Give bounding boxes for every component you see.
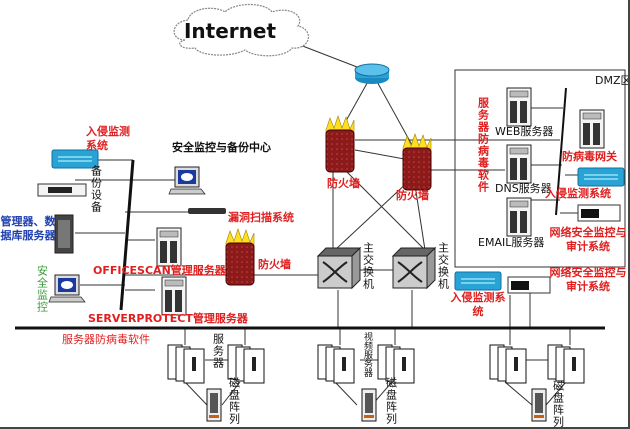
server-antivirus-label: 服务器防病毒软件 — [477, 97, 491, 193]
ids-label: 入侵监测系统 — [86, 125, 130, 152]
dmz-bus — [555, 87, 567, 216]
web-server-label: WEB服务器 — [495, 125, 553, 138]
dmz-zone — [454, 69, 626, 268]
email-server-label: EMAIL服务器 — [478, 236, 544, 249]
ids-label: 入侵监测系统 — [450, 291, 506, 318]
server-cabinet-icon — [489, 344, 527, 384]
internet-cloud: Internet — [173, 3, 309, 57]
firewall-icon — [225, 228, 255, 286]
antivirus-gateway-icon — [579, 109, 605, 149]
dmz-label: DMZ区 — [595, 74, 630, 87]
router-icon — [354, 63, 390, 84]
firewall-icon — [325, 115, 355, 173]
audit-system-label: 网络安全监控与审计系统 — [549, 266, 627, 293]
serverprotect-server-icon — [161, 276, 187, 316]
mgmt-db-server-label: 管理器、数据库服务器 — [0, 215, 56, 242]
server-antivirus-label: 服务器防病毒软件 — [62, 332, 150, 346]
servers-label: 视频服务器 — [362, 331, 373, 377]
ids-label: 入侵监测系统 — [545, 186, 611, 200]
server-cabinet-icon — [547, 344, 585, 384]
firewall-label: 防火墙 — [327, 176, 360, 190]
audit-system-label: 网络安全监控与审计系统 — [549, 226, 627, 253]
web-server-icon — [506, 87, 532, 127]
internet-label: Internet — [184, 19, 276, 43]
main-switch-icon — [317, 247, 361, 289]
db-server-icon — [54, 214, 74, 254]
serverprotect-label: SERVERPROTECT管理服务器 — [88, 311, 249, 325]
vuln-scanner-icon — [188, 208, 226, 214]
ids-icon — [577, 167, 625, 187]
officescan-label: OFFICESCAN管理服务器 — [93, 263, 227, 277]
security-center-title: 安全监控与备份中心 — [172, 140, 271, 154]
security-center-bus — [119, 159, 135, 311]
server-cabinet-icon — [317, 344, 355, 384]
audit-system-icon — [577, 204, 621, 222]
monitor-pc-icon — [48, 274, 86, 303]
firewall-label: 防火墙 — [396, 188, 429, 202]
dns-server-icon — [506, 144, 532, 184]
audit-system-icon — [507, 276, 551, 294]
ids-icon — [454, 271, 502, 291]
disk-array-label: 磁盘阵列 — [385, 377, 398, 425]
security-monitor-label: 安全监控 — [36, 264, 49, 313]
backup-device-icon — [37, 183, 87, 197]
servers-label: 服务器 — [212, 333, 225, 369]
officescan-server-icon — [156, 227, 182, 267]
firewall-label: 防火墙 — [258, 257, 291, 271]
disk-array-label: 磁盘阵列 — [552, 380, 565, 428]
disk-array-icon — [531, 388, 547, 422]
backup-device-label: 备份设备 — [90, 164, 103, 213]
email-server-icon — [506, 197, 532, 237]
dns-server-label: DNS服务器 — [495, 182, 552, 195]
disk-array-label: 磁盘阵列 — [228, 377, 241, 425]
server-cabinet-icon — [167, 344, 205, 384]
firewall-icon — [402, 133, 432, 191]
antivirus-gateway-label: 防病毒网关 — [562, 149, 617, 163]
main-switch-label: 主交换机 — [362, 242, 375, 290]
main-switch-icon — [392, 247, 436, 289]
disk-array-icon — [206, 388, 222, 422]
disk-array-icon — [361, 388, 377, 422]
vuln-scan-label: 漏洞扫描系统 — [228, 210, 294, 224]
main-switch-label: 主交换机 — [437, 242, 450, 290]
